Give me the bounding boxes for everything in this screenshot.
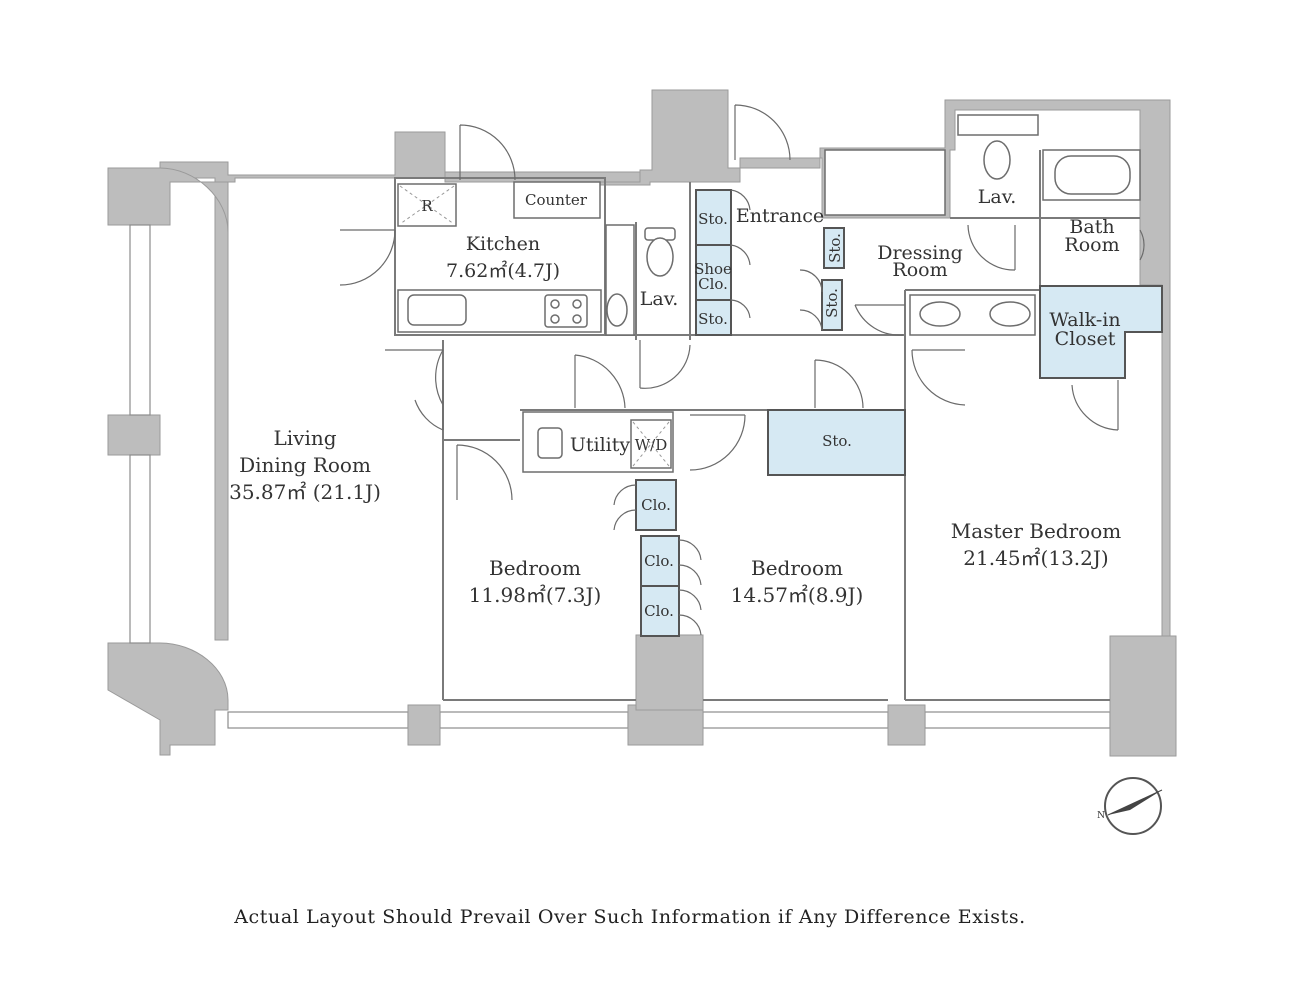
counter-label: Counter [525, 191, 588, 209]
bath-label-1: Bath [1069, 216, 1114, 238]
shoe-closet [695, 244, 732, 301]
dressing-label-1: Dressing [877, 242, 963, 264]
living-label-line1: Living [273, 426, 336, 450]
dressing-label-2: Room [892, 259, 947, 281]
sto-entrance [695, 189, 732, 246]
shoe-closet-label-1: Shoe [694, 260, 732, 278]
counter [513, 181, 601, 219]
stove [544, 294, 588, 328]
storage-areas [635, 189, 1163, 637]
clo-a-label: Clo. [641, 496, 671, 514]
clo-c [640, 585, 680, 637]
sto-vertical-b [821, 279, 843, 331]
living-area: 35.87㎡ (21.1J) [229, 480, 381, 504]
kitchen-area: 7.62㎡(4.7J) [446, 259, 560, 282]
sto-vertical-a [823, 227, 845, 269]
clo-c-label: Clo. [644, 602, 674, 620]
sto-hall [767, 409, 906, 476]
fixtures [397, 114, 1141, 473]
compass-icon: N [1097, 777, 1163, 835]
sto-hall-label: Sto. [822, 432, 852, 450]
bedroom-2-area: 14.57㎡(8.9J) [731, 583, 864, 607]
toilet-a [646, 237, 674, 277]
clo-a [635, 479, 677, 531]
wd-label: W/D [635, 436, 668, 454]
fridge-label: R [421, 197, 433, 215]
sto-lower-label: Sto. [698, 310, 728, 328]
utility-label: Utility [570, 434, 631, 456]
bedroom-1-label: Bedroom [489, 556, 581, 580]
sto-vertical-a-label: Sto. [826, 233, 844, 263]
toilet-b [983, 140, 1011, 180]
living-label-line2: Dining Room [239, 453, 371, 477]
bedroom-1-area: 11.98㎡(7.3J) [469, 583, 602, 607]
bath-label-2: Room [1064, 234, 1119, 256]
sto-lower [695, 299, 732, 336]
master-bedroom-area: 21.45㎡(13.2J) [963, 546, 1108, 570]
entrance-label: Entrance [736, 205, 824, 227]
lav-label-b: Lav. [978, 186, 1016, 208]
doors [339, 104, 1145, 636]
walkin-label-2: Closet [1055, 328, 1116, 350]
lav-label-a: Lav. [640, 288, 678, 310]
sto-entrance-label: Sto. [698, 210, 728, 228]
shoe-closet-label-2: Clo. [698, 275, 728, 293]
bedroom-2-label: Bedroom [751, 556, 843, 580]
vanity-basin-b [989, 301, 1031, 327]
disclaimer-note: Actual Layout Should Prevail Over Such I… [234, 906, 1026, 928]
master-bedroom-label: Master Bedroom [951, 519, 1121, 543]
walkin-closet [1039, 285, 1163, 379]
utility-sink [537, 427, 563, 459]
kitchen-label: Kitchen [466, 233, 540, 255]
clo-b-label: Clo. [644, 552, 674, 570]
compass-north-label: N [1097, 811, 1105, 821]
room-labels: Living Dining Room 35.87㎡ (21.1J) Kitche… [229, 186, 1121, 620]
vanity-basin-a [919, 301, 961, 327]
walkin-label-1: Walk-in [1049, 309, 1120, 331]
kitchen-sink [407, 294, 467, 326]
washbasin [606, 293, 628, 327]
sto-vertical-b-label: Sto. [823, 288, 841, 318]
